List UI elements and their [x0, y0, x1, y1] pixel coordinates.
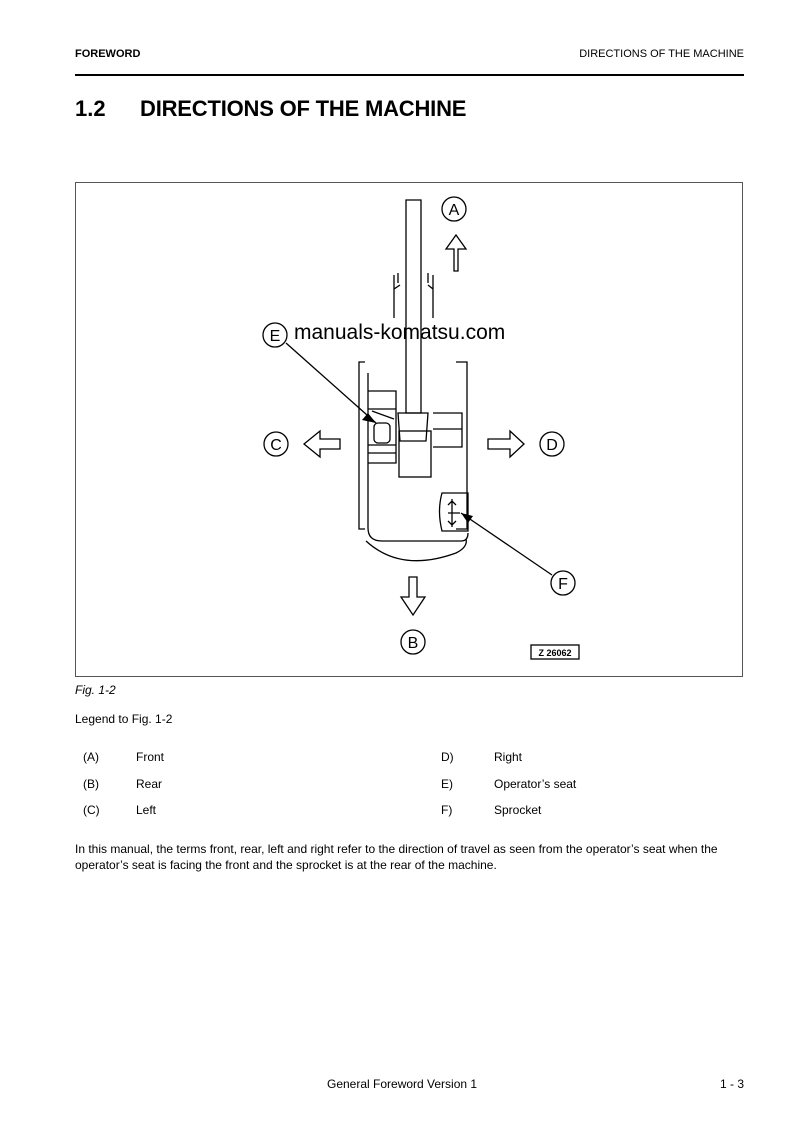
boom-arm [405, 199, 422, 414]
label-circle-b [400, 629, 426, 655]
boom-foot [397, 412, 429, 442]
figure-caption: Fig. 1-2 [75, 683, 116, 697]
legend-value-d: Right [494, 750, 523, 764]
upper-structure [367, 373, 469, 542]
legend-value-b: Rear [136, 777, 163, 791]
label-e: E [270, 328, 281, 345]
label-a: A [449, 202, 460, 219]
footer-version: General Foreword Version 1 [327, 1077, 478, 1091]
figure-machine-directions: A B C D E F manuals-komatsu.com Z 26062 [75, 182, 743, 677]
arrow-front [444, 233, 468, 272]
figure-code-box [530, 644, 580, 660]
legend-title: Legend to Fig. 1-2 [75, 712, 173, 726]
arrow-rear [399, 576, 427, 617]
left-track [358, 361, 365, 530]
legend-key-d: D) [441, 750, 454, 764]
explanation-paragraph: In this manual, the terms front, rear, l… [75, 842, 718, 872]
legend-key-c: (C) [83, 803, 100, 817]
header-chapter-title: DIRECTIONS OF THE MACHINE [579, 48, 744, 60]
legend-key-b: (B) [83, 777, 99, 791]
legend-value-e: Operator’s seat [494, 777, 577, 791]
right-track [456, 361, 468, 530]
leader-e-arrowhead [362, 413, 376, 423]
label-circle-e [262, 322, 288, 348]
legend-key-f: F) [441, 803, 453, 817]
label-circle-c [263, 431, 289, 457]
label-d: D [546, 437, 558, 454]
header-divider [75, 74, 744, 76]
footer-page-number: 1 - 3 [719, 1077, 744, 1091]
leader-f-arrowhead [461, 513, 473, 523]
watermark-text: manuals-komatsu.com [294, 321, 505, 344]
right-deck [433, 412, 463, 448]
machine-top-view-diagram: A B C D E F manuals-komatsu.com Z 26062 [262, 196, 580, 660]
cab-outline [368, 390, 397, 464]
label-b: B [408, 635, 419, 652]
leader-e [285, 342, 377, 424]
label-circle-a [441, 196, 467, 222]
legend-value-f: Sprocket [494, 803, 542, 817]
label-circle-f [550, 570, 576, 596]
legend-value-c: Left [136, 803, 157, 817]
sprocket-symbol [447, 499, 460, 527]
bucket-attachment [393, 273, 434, 318]
legend-key-e: E) [441, 777, 453, 791]
counterweight [365, 538, 467, 562]
label-f: F [558, 576, 568, 593]
operator-seat-shape [373, 422, 391, 444]
arrow-left [302, 429, 341, 459]
legend-value-a: Front [136, 750, 165, 764]
label-circle-d [539, 431, 565, 457]
section-number: 1.2 [75, 96, 106, 121]
label-c: C [270, 437, 282, 454]
leader-f [460, 512, 553, 576]
legend-key-a: (A) [83, 750, 99, 764]
center-body [398, 430, 432, 478]
section-title: DIRECTIONS OF THE MACHINE [140, 96, 467, 121]
arrow-right [487, 429, 525, 459]
header-section-label: FOREWORD [75, 48, 141, 60]
sprocket-housing [438, 492, 469, 532]
figure-code: Z 26062 [538, 648, 571, 658]
